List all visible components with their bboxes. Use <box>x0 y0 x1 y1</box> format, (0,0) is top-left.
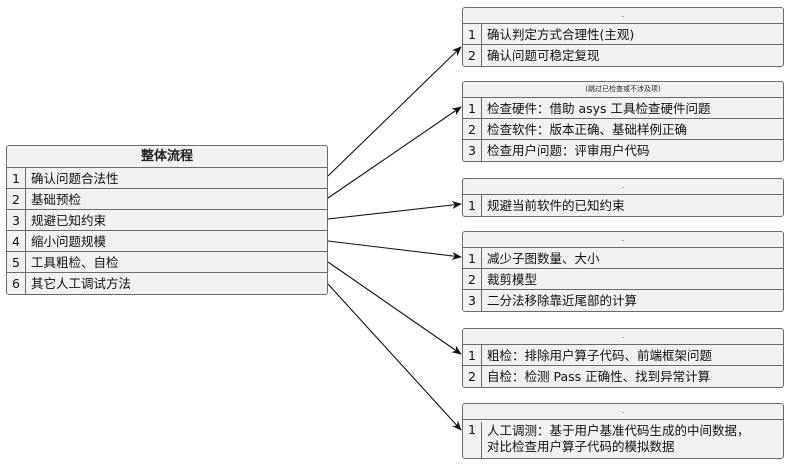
row-text: 减少子图数量、大小 <box>487 251 600 266</box>
arrow-row2-to-table2 <box>327 106 462 199</box>
row-number: 6 <box>7 273 26 294</box>
row-number: 1 <box>463 248 482 268</box>
row-text: 确认问题可稳定复现 <box>487 48 600 63</box>
row-number: 4 <box>7 231 26 251</box>
table-row: 2 裁剪模型 <box>463 269 783 290</box>
table-row: 2 检查软件：版本正确、基础样例正确 <box>463 119 783 140</box>
table-row: 2 自检：检测 Pass 正确性、找到异常计算 <box>463 366 783 387</box>
step1-detail-table: . 1 确认判定方式合理性(主观) 2 确认问题可稳定复现 <box>462 7 784 67</box>
table-row: 2 确认问题可稳定复现 <box>463 45 783 66</box>
main-row: 3 规避已知约束 <box>7 210 327 231</box>
main-row: 4 缩小问题规模 <box>7 231 327 252</box>
arrow-row1-to-table1 <box>327 46 462 177</box>
step5-detail-table: . 1 粗检：排除用户算子代码、前端框架问题 2 自检：检测 Pass 正确性、找到… <box>462 328 784 388</box>
row-number: 3 <box>7 210 26 230</box>
step4-detail-table: . 1 减少子图数量、大小 2 裁剪模型 3 二分法移除靠近尾部的计算 <box>462 231 784 312</box>
table-row: 1 规避当前软件的已知约束 <box>463 195 783 216</box>
arrow-row3-to-table3 <box>327 201 462 220</box>
main-row: 2 基础预检 <box>7 189 327 210</box>
row-text: 检查硬件：借助 asys 工具检查硬件问题 <box>487 101 711 116</box>
row-number: 2 <box>463 119 482 139</box>
row-number: 2 <box>463 269 482 289</box>
table-row: 1 检查硬件：借助 asys 工具检查硬件问题 <box>463 98 783 119</box>
row-text: 确认判定方式合理性(主观) <box>487 27 635 42</box>
main-row: 1 确认问题合法性 <box>7 168 327 189</box>
step2-detail-table: (跳过已检查或不涉及项) 1 检查硬件：借助 asys 工具检查硬件问题 2 检查软… <box>462 81 784 162</box>
table-header: . <box>463 232 783 248</box>
step3-detail-table: . 1 规避当前软件的已知约束 <box>462 178 784 217</box>
main-row: 5 工具粗检、自检 <box>7 252 327 273</box>
row-number: 1 <box>463 24 482 44</box>
row-text: 检查软件：版本正确、基础样例正确 <box>487 122 688 137</box>
row-number: 1 <box>463 195 482 216</box>
table-header: . <box>463 8 783 24</box>
row-text: 确认问题合法性 <box>31 171 119 186</box>
table-row: 3 二分法移除靠近尾部的计算 <box>463 290 783 311</box>
table-header: . <box>463 404 783 420</box>
arrow-row6-to-table6 <box>327 283 462 431</box>
row-number: 1 <box>463 345 482 365</box>
row-number: 2 <box>463 366 482 387</box>
table-row: 1 确认判定方式合理性(主观) <box>463 24 783 45</box>
row-number: 1 <box>463 98 482 118</box>
row-number: 5 <box>7 252 26 272</box>
row-text: 裁剪模型 <box>487 272 538 287</box>
row-text: 规避当前软件的已知约束 <box>487 198 625 213</box>
main-flow-table: 整体流程 1 确认问题合法性 2 基础预检 3 规避已知约束 4 缩小问题规模 5 工具粗… <box>6 145 328 295</box>
row-text: 检查用户问题：评审用户代码 <box>487 143 650 158</box>
table-row: 1 减少子图数量、大小 <box>463 248 783 269</box>
row-text: 工具粗检、自检 <box>31 255 119 270</box>
arrow-row4-to-table4 <box>327 240 462 260</box>
arrow-row5-to-table5 <box>327 261 462 355</box>
table-row: 3 检查用户问题：评审用户代码 <box>463 140 783 161</box>
table-header: . <box>463 179 783 195</box>
row-number: 2 <box>463 45 482 66</box>
table-row: 1 粗检：排除用户算子代码、前端框架问题 <box>463 345 783 366</box>
row-number: 3 <box>463 140 482 161</box>
row-text: 规避已知约束 <box>31 213 107 228</box>
table-header: . <box>463 329 783 345</box>
row-number: 3 <box>463 290 482 311</box>
row-text: 二分法移除靠近尾部的计算 <box>487 293 638 308</box>
row-text: 自检：检测 Pass 正确性、找到异常计算 <box>487 369 711 384</box>
row-text: 其它人工调试方法 <box>31 276 132 291</box>
row-number: 1 <box>7 168 26 188</box>
table-header: (跳过已检查或不涉及项) <box>463 82 783 98</box>
row-number: 1 <box>463 422 482 458</box>
row-text: 缩小问题规模 <box>31 234 107 249</box>
main-table-title: 整体流程 <box>7 146 327 168</box>
main-row: 6 其它人工调试方法 <box>7 273 327 294</box>
row-number: 2 <box>7 189 26 209</box>
connector-arrows <box>327 46 462 431</box>
row-text: 粗检：排除用户算子代码、前端框架问题 <box>487 348 713 363</box>
row-text: 基础预检 <box>31 192 82 207</box>
row-text: 人工调测：基于用户基准代码生成的中间数据， 对比检查用户算子代码的模拟数据 <box>487 423 750 454</box>
